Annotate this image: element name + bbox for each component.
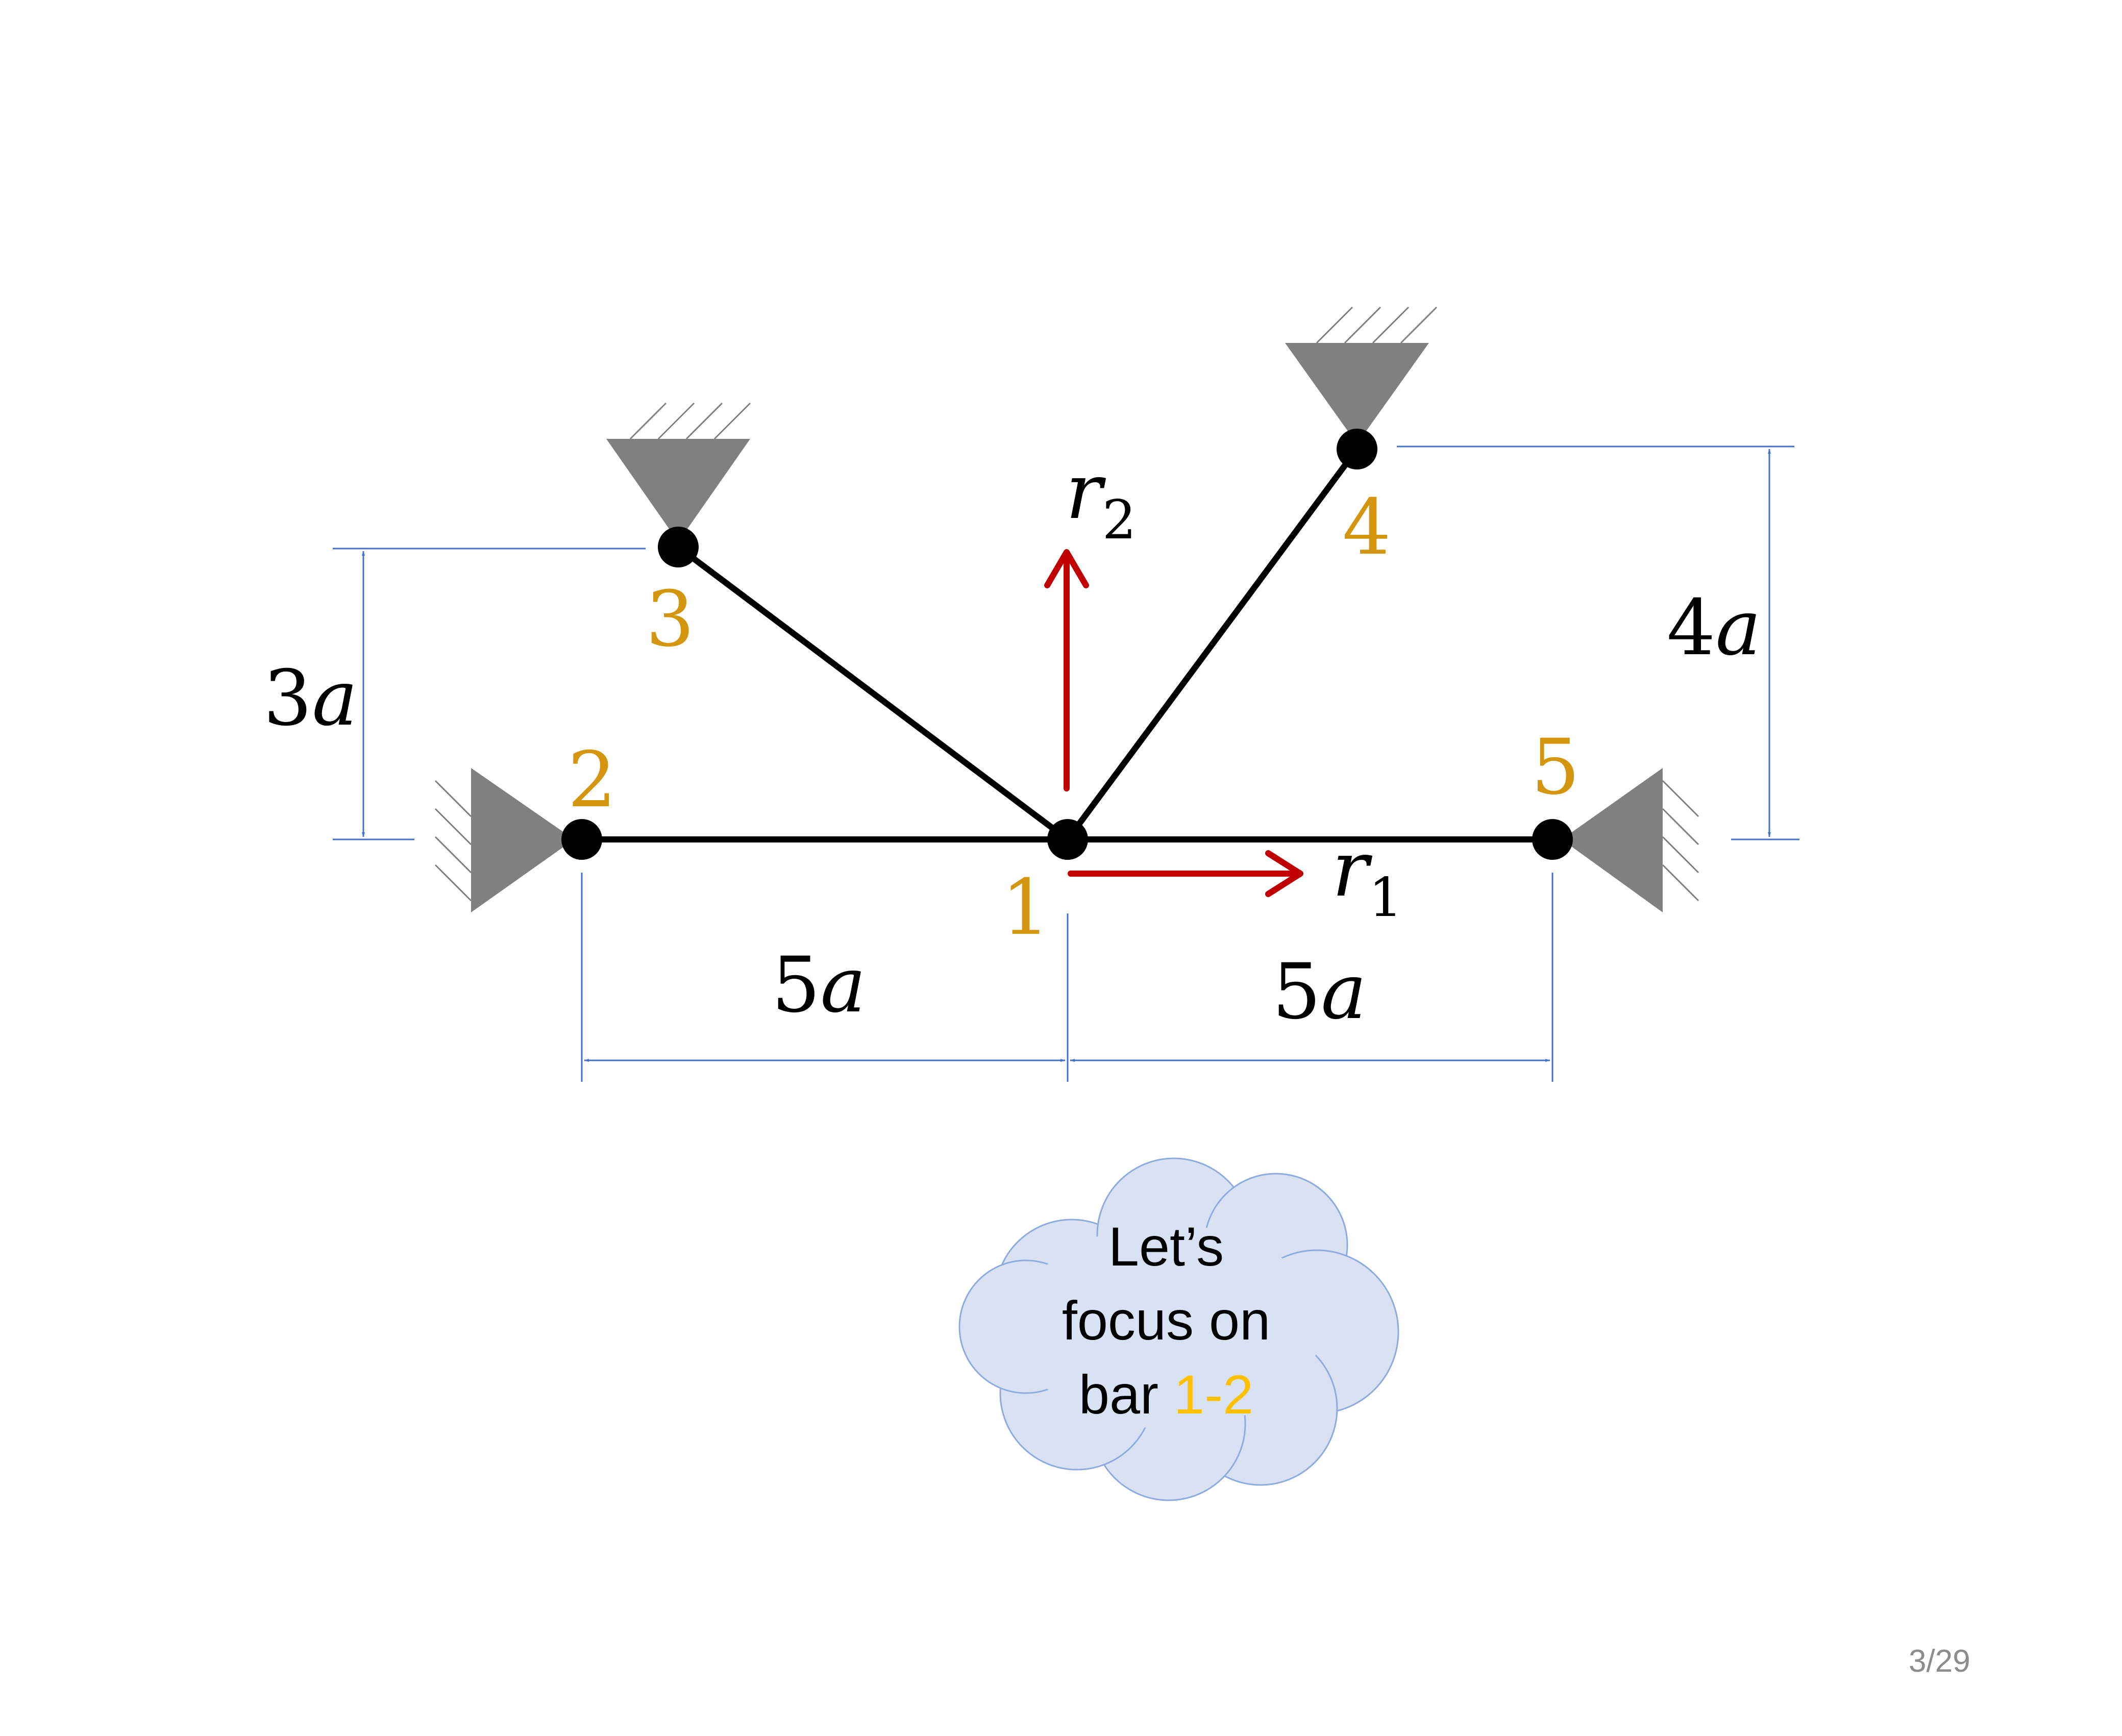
- node-label-3: 3: [646, 575, 694, 664]
- bar-1-3: [675, 544, 1071, 842]
- dimension-label-left-span: 5a: [772, 941, 866, 1030]
- page-number: 3/29: [1909, 1644, 1970, 1679]
- node-5: [1532, 819, 1573, 860]
- pin-support-node3: [606, 402, 751, 542]
- callout-highlight-bar: 1-2: [1174, 1363, 1253, 1425]
- node-2: [561, 819, 602, 860]
- node-1: [1047, 819, 1088, 860]
- dimension-label-height-4: 4a: [1667, 584, 1761, 673]
- bar-1-4: [1065, 446, 1360, 842]
- callout-line-2: focus on: [1062, 1289, 1270, 1351]
- dof-arrow-r2: [1044, 549, 1089, 791]
- dimension-labels: 5a 5a 3a 4a: [263, 584, 1761, 1036]
- dimension-label-height-3: 3a: [263, 654, 358, 743]
- dof-arrows: [1044, 549, 1303, 897]
- dimension-label-right-span: 5a: [1272, 948, 1367, 1036]
- node-label-2: 2: [567, 736, 616, 825]
- members: [579, 446, 1556, 842]
- node-3: [658, 527, 699, 567]
- pin-support-node5: [1562, 768, 1699, 912]
- node-label-5: 5: [1531, 723, 1580, 812]
- pin-support-node2: [434, 768, 574, 912]
- supports: [434, 306, 1699, 912]
- dimension-lines: [333, 445, 1799, 1082]
- pin-support-node4: [1285, 306, 1438, 444]
- nodes: [561, 429, 1573, 860]
- node-label-4: 4: [1342, 483, 1391, 572]
- node-label-1: 1: [1001, 863, 1050, 952]
- dof-label-r2: r2: [1066, 448, 1137, 551]
- callout-cloud: Let’s focus on bar 1-2: [958, 1157, 1399, 1501]
- dof-arrow-r1: [1068, 850, 1303, 897]
- dof-label-r1: r1: [1332, 825, 1403, 929]
- callout-line-1: Let’s: [1108, 1216, 1224, 1277]
- node-labels: 1 2 3 4 5: [567, 483, 1580, 952]
- callout-line-3: bar 1-2: [1079, 1363, 1253, 1425]
- dof-labels: r1 r2: [1066, 448, 1403, 929]
- node-4: [1337, 429, 1377, 469]
